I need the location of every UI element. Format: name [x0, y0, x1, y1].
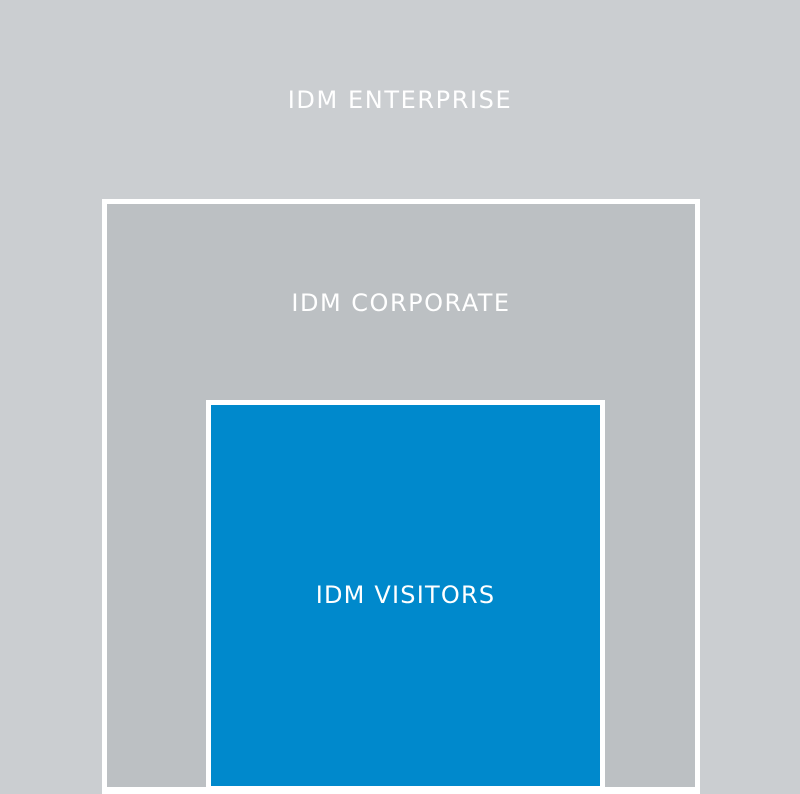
corporate-zone-label: IDM CORPORATE	[291, 289, 511, 317]
visitors-zone: IDM VISITORS	[206, 400, 605, 787]
enterprise-zone-label: IDM ENTERPRISE	[287, 86, 513, 114]
corporate-zone: IDM CORPORATE IDM VISITORS	[102, 199, 700, 794]
visitors-zone-label: IDM VISITORS	[315, 581, 496, 609]
